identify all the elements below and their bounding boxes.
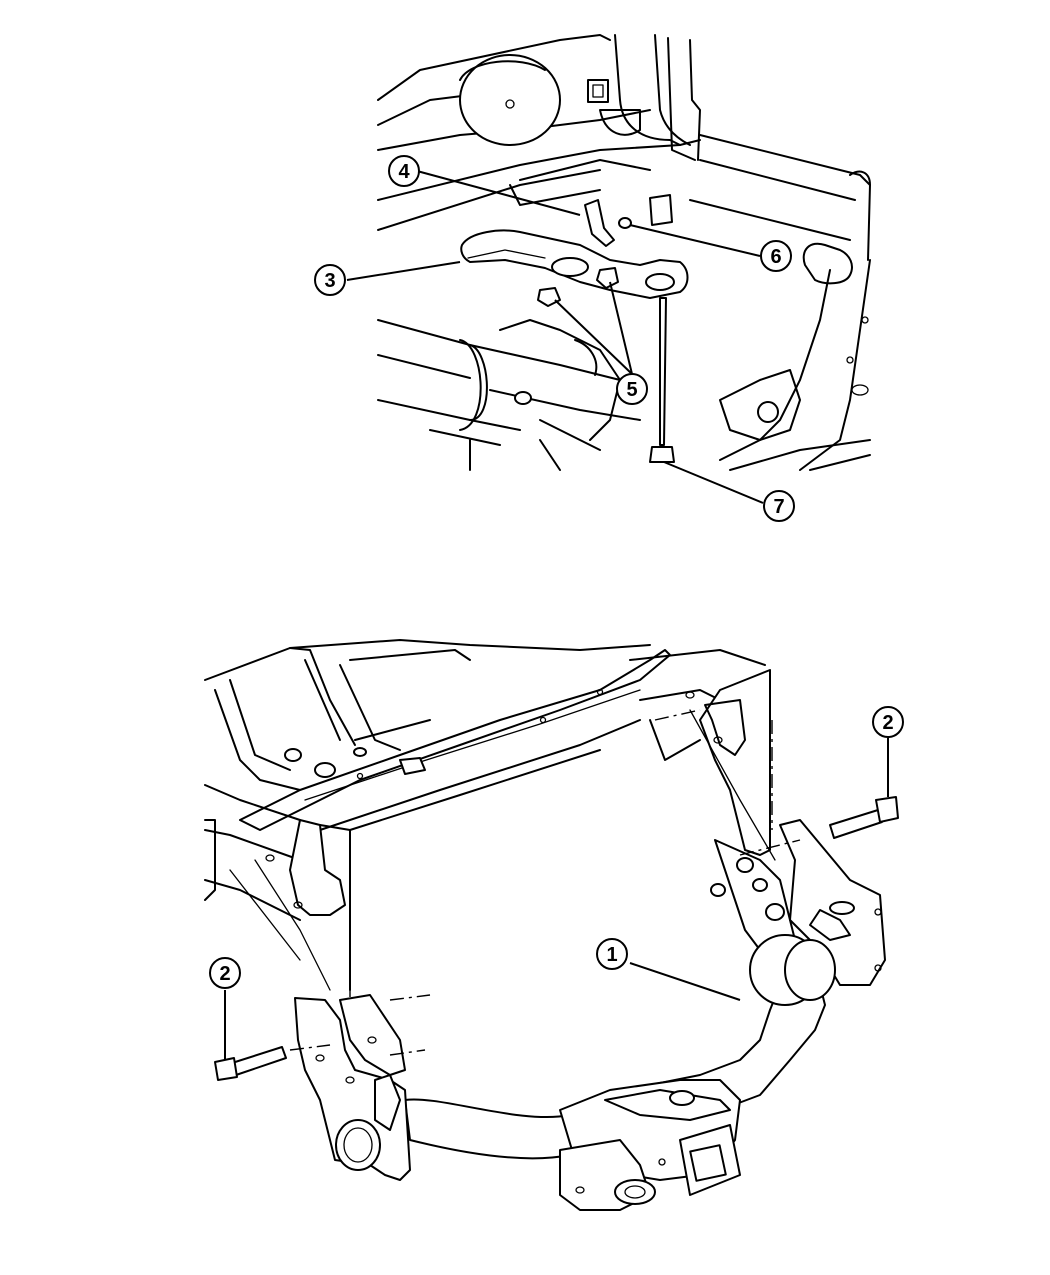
callout-1-label: 1 (606, 944, 617, 966)
callout-5-label: 5 (626, 379, 637, 401)
callout-3: 3 (314, 264, 346, 296)
callout-2-left-label: 2 (219, 963, 230, 985)
callout-3-label: 3 (324, 270, 335, 292)
upper-detail-view (346, 34, 871, 504)
lower-hitch-view (204, 639, 899, 1211)
callout-6: 6 (760, 240, 792, 272)
callout-4: 4 (388, 155, 420, 187)
callout-6-label: 6 (770, 246, 781, 268)
callout-2-left: 2 (209, 957, 241, 989)
callout-2-right: 2 (872, 706, 904, 738)
callout-7-label: 7 (773, 496, 784, 518)
callout-2-right-label: 2 (882, 712, 893, 734)
callout-5: 5 (616, 373, 648, 405)
callout-1: 1 (596, 938, 628, 970)
callout-7: 7 (763, 490, 795, 522)
callout-4-label: 4 (398, 161, 410, 183)
